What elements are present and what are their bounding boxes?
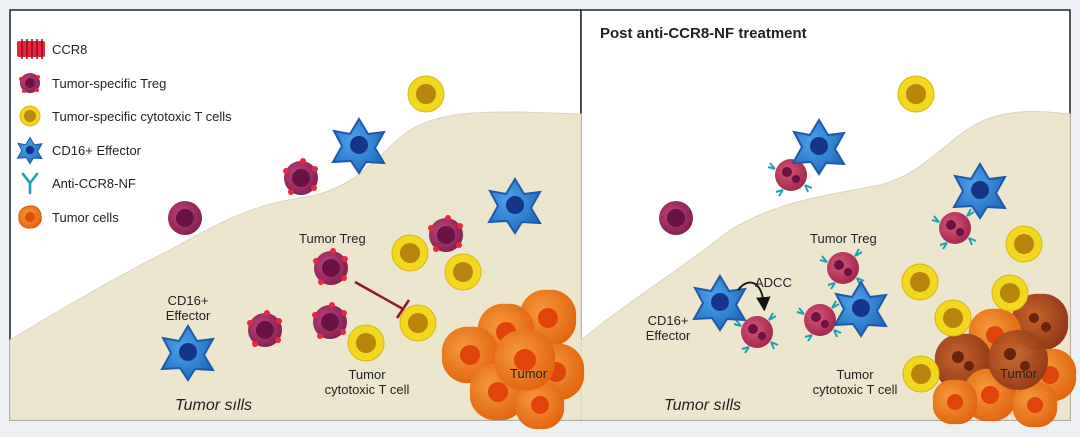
- inhibition-arrow: [354, 280, 411, 319]
- tumor-cytotoxic-t-cell-label: Tumor cytotoxic T cell: [312, 367, 422, 397]
- tumor-cell-icon: [18, 205, 42, 229]
- legend-effector-label: CD16+ Effector: [52, 143, 142, 158]
- treg-cell: [283, 158, 318, 195]
- cd16-effector-icon: [16, 136, 43, 165]
- tcell-line2-right: cytotoxic T cell: [812, 382, 898, 397]
- cd16-line1: CD16+: [167, 293, 209, 308]
- tumor-label-right: Tumor: [1000, 366, 1038, 381]
- cd16-effector-cell: [331, 117, 386, 175]
- cd16-line2-right: Effector: [645, 328, 691, 343]
- tumor-label: Tumor: [510, 366, 548, 381]
- cd16-line2: Effector: [165, 308, 211, 323]
- treg-cell: [168, 201, 202, 235]
- cd16-effector-cell: [692, 274, 747, 332]
- treg-cell-icon: [19, 73, 40, 93]
- cytotoxic-t-cell: [444, 253, 482, 291]
- cd16-effector-cell: [952, 162, 1007, 220]
- antibody-icon: [21, 172, 39, 195]
- adcc-label: ADCC: [755, 275, 792, 290]
- legend-treg-label: Tumor-specific Treg: [52, 76, 167, 91]
- cytotoxic-t-cell: [347, 324, 385, 362]
- tumor-treg-label: Tumor Treg: [299, 231, 366, 246]
- legend-tumor-label: Tumor cells: [52, 210, 119, 225]
- cytotoxic-t-cell: [407, 75, 445, 113]
- tissue-region-left: [9, 111, 582, 421]
- cd16-effector-label-right: CD16+ Effector: [630, 313, 706, 343]
- tumor-treg-label-right: Tumor Treg: [810, 231, 877, 246]
- tumor-mass-left: [441, 289, 585, 430]
- legend-tcell-label: Tumor-specific cytotoxic T cells: [52, 109, 232, 124]
- treg-cell: [247, 310, 282, 347]
- tcell-line2: cytotoxic T cell: [324, 382, 410, 397]
- tcell-line1: Tumor: [348, 367, 386, 382]
- cytotoxic-t-cell: [991, 274, 1029, 312]
- treg-cell-antibody-bound: [819, 248, 865, 290]
- treg-cell: [313, 248, 348, 285]
- cytotoxic-t-cell: [1005, 225, 1043, 263]
- tumor-cells-caption: Tumor sılls: [175, 397, 253, 414]
- cytotoxic-t-cell: [897, 75, 935, 113]
- legend-ccr8-label: CCR8: [52, 42, 88, 57]
- tumor-mass-right: [932, 293, 1077, 428]
- cd16-line1-right: CD16+: [647, 313, 689, 328]
- treg-cell-antibody-bound: [796, 300, 842, 342]
- cd16-effector-label: CD16+ Effector: [150, 293, 226, 323]
- adcc-arrow: [737, 281, 771, 312]
- cytotoxic-t-cell: [901, 263, 939, 301]
- treg-cell: [428, 215, 463, 252]
- cytotoxic-t-cell: [391, 234, 429, 272]
- cd16-effector-cell: [791, 118, 846, 176]
- tcell-line1-right: Tumor: [836, 367, 874, 382]
- treg-cell-antibody-bound: [733, 312, 779, 354]
- treg-cell: [312, 302, 347, 339]
- legend-antibody-label: Anti-CCR8-NF: [52, 176, 136, 191]
- ccr8-icon: [17, 39, 45, 59]
- cytotoxic-t-cell: [902, 355, 940, 393]
- cd16-effector-cell: [160, 324, 215, 382]
- cytotoxic-t-cell: [399, 304, 437, 342]
- cytotoxic-t-cell: [934, 299, 972, 337]
- treg-cell: [659, 201, 693, 235]
- panel-title: Post anti-CCR8-NF treatment: [600, 25, 807, 42]
- cytotoxic-t-cell-icon: [19, 105, 41, 127]
- treg-cell-antibody-bound: [931, 208, 977, 250]
- cd16-effector-cell: [833, 280, 888, 338]
- cd16-effector-cell: [487, 177, 542, 235]
- treg-cell-antibody-bound: [767, 155, 813, 197]
- tumor-cytotoxic-t-cell-label-right: Tumor cytotoxic T cell: [800, 367, 910, 397]
- tumor-cells-caption-right: Tumor sılls: [664, 397, 742, 414]
